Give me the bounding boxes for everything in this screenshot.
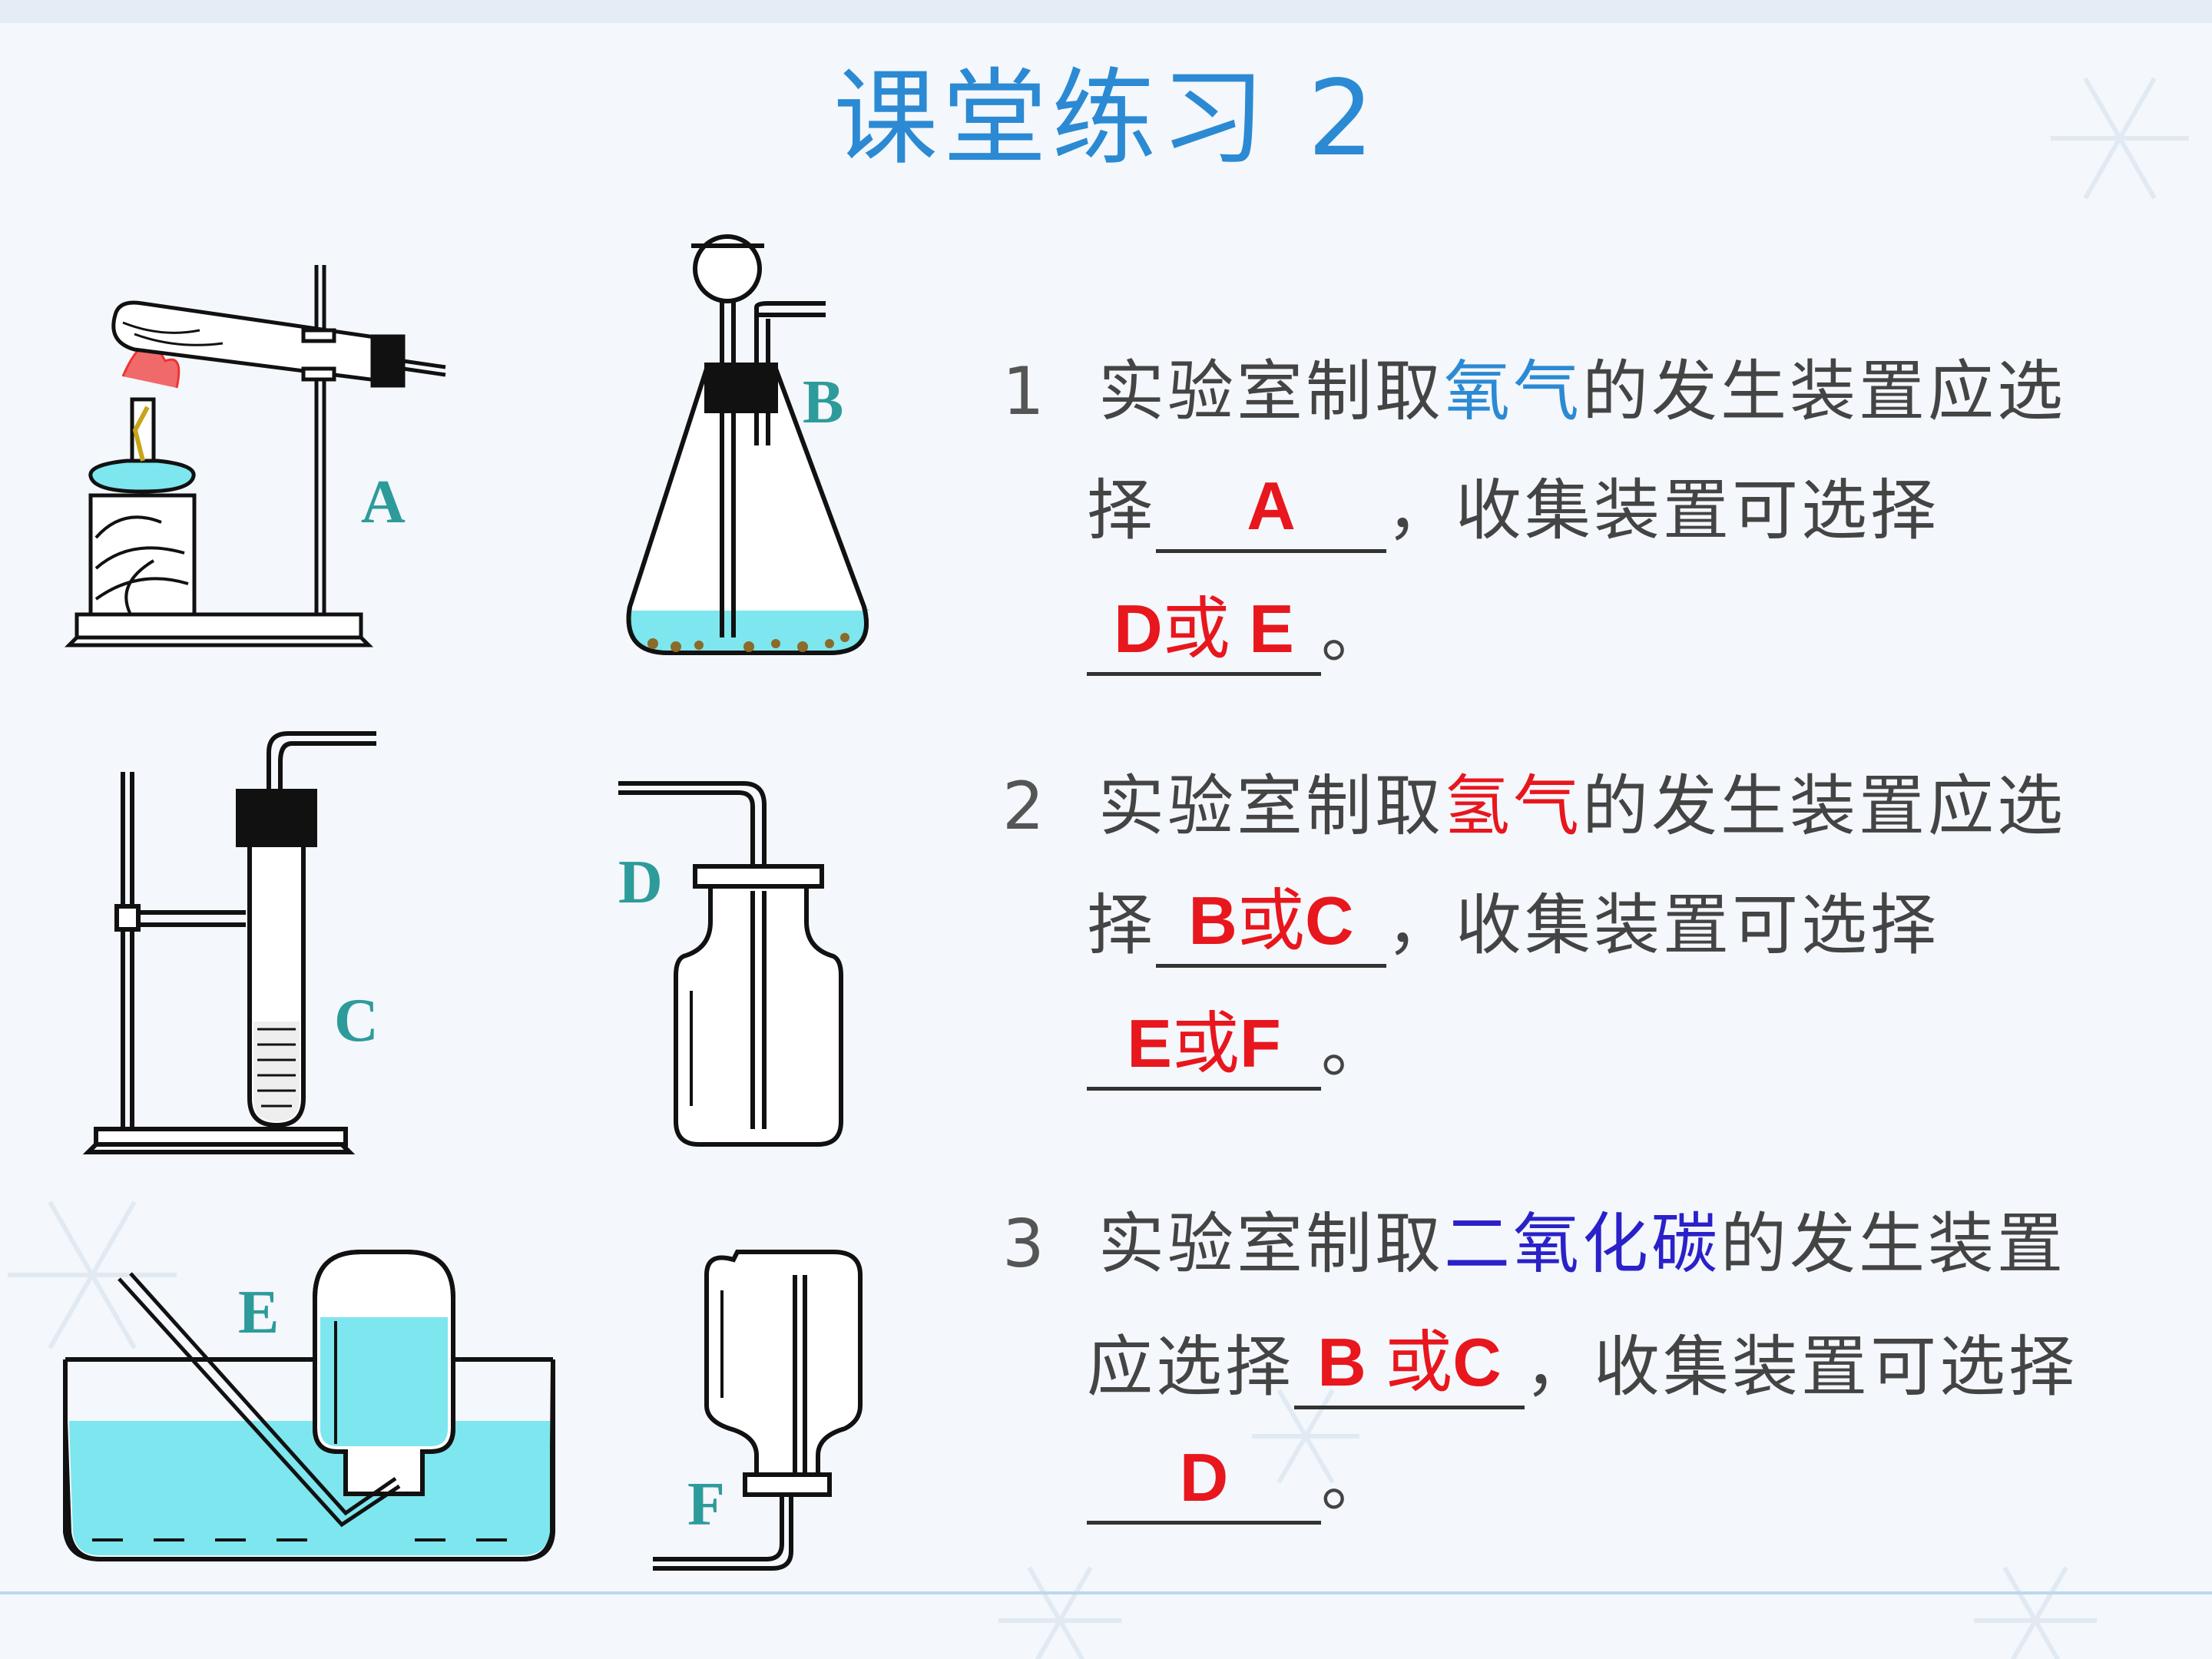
apparatus-b [624, 234, 870, 655]
label-c: C [334, 987, 379, 1055]
question-1-answer-collection[interactable]: D或 E [1087, 591, 1321, 676]
apparatus-d [618, 781, 843, 1147]
question-1-line-1: 1 实验室制取氧气的发生装置应选 [991, 349, 2066, 434]
question-1-collect: ，收集装置可选择 [1386, 472, 1939, 549]
question-3-gas: 二氧化碳 [1444, 1206, 1720, 1283]
question-2-line-2: 择 B或C ，收集装置可选择 [1087, 882, 1939, 968]
question-3-answer-collection-text: D [1179, 1439, 1229, 1515]
question-2-answer-collection[interactable]: E或F [1087, 1005, 1321, 1091]
question-2-number: 2 [1002, 768, 1048, 845]
label-e: E [238, 1279, 279, 1346]
question-3-line-1: 3 实验室制取二氧化碳的发生装置 [991, 1202, 2066, 1286]
label-a: A [361, 469, 406, 536]
apparatus-f [653, 1250, 863, 1571]
question-3-answer-generator[interactable]: B 或C [1294, 1324, 1525, 1409]
question-3-suffix: 的发生装置 [1720, 1206, 2066, 1283]
question-1-select: 择 [1087, 472, 1156, 549]
page-title: 课堂练习 2 [833, 58, 1379, 180]
apparatus-a [64, 265, 446, 647]
apparatus-c [82, 731, 376, 1154]
question-1-answer-generator-text: A [1247, 468, 1296, 544]
question-1-period: 。 [1321, 595, 1390, 672]
question-1-answer-generator[interactable]: A [1156, 468, 1386, 553]
question-1-answer-collection-text: D或 E [1114, 589, 1294, 668]
question-2-select: 择 [1087, 887, 1156, 964]
question-2-line-1: 2 实验室制取氢气的发生装置应选 [991, 764, 2066, 849]
question-2-answer-generator[interactable]: B或C [1156, 882, 1386, 968]
question-3-answer-collection[interactable]: D [1087, 1439, 1321, 1525]
question-1-gas: 氧气 [1444, 353, 1582, 430]
question-2-answer-collection-text: E或F [1127, 1004, 1281, 1083]
question-1-prefix: 实验室制取 [1098, 353, 1444, 430]
question-1-line-2: 择 A ，收集装置可选择 [1087, 468, 1939, 553]
question-2-suffix: 的发生装置应选 [1582, 768, 2066, 845]
question-3-answer-generator-text: B 或C [1317, 1323, 1502, 1402]
question-3-line-3: D。 [1087, 1439, 1390, 1525]
question-2-answer-generator-text: B或C [1188, 881, 1354, 960]
label-f: F [687, 1471, 725, 1538]
question-2-line-3: E或F 。 [1087, 1005, 1390, 1091]
apparatus-e [63, 1250, 555, 1561]
question-1-line-3: D或 E 。 [1087, 591, 1390, 676]
label-d: D [618, 849, 663, 916]
question-3-period: 。 [1321, 1444, 1390, 1521]
question-3-number: 3 [1002, 1206, 1048, 1283]
question-3-collect: ，收集装置可选择 [1525, 1329, 2078, 1406]
question-3-line-2: 应选择 B 或C ，收集装置可选择 [1087, 1324, 2078, 1409]
question-1-suffix: 的发生装置应选 [1582, 353, 2066, 430]
question-3-prefix: 实验室制取 [1098, 1206, 1444, 1283]
question-3-select: 应选择 [1087, 1329, 1294, 1406]
label-b: B [803, 369, 843, 436]
question-1-number: 1 [1002, 353, 1048, 430]
question-2-collect: ，收集装置可选择 [1386, 887, 1939, 964]
question-2-period: 。 [1321, 1010, 1390, 1087]
question-2-prefix: 实验室制取 [1098, 768, 1444, 845]
question-2-gas: 氢气 [1444, 768, 1582, 845]
footer-divider [0, 1591, 2212, 1594]
lab-apparatus-figures: A B [63, 234, 870, 1571]
